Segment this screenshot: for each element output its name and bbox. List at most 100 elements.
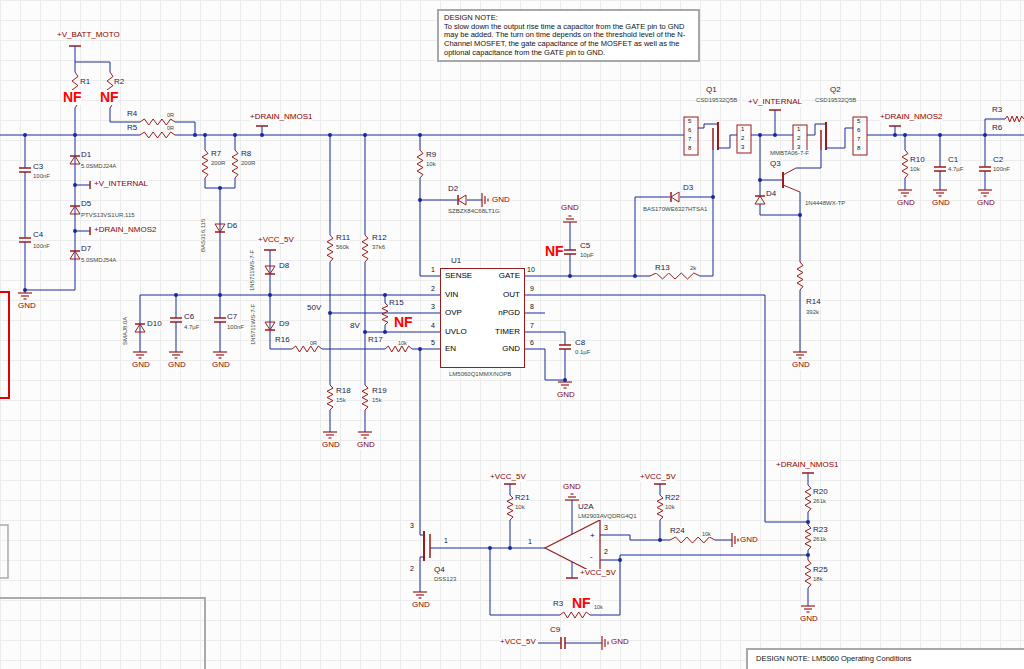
resistor-symbol [327, 235, 333, 262]
ground-symbol [213, 351, 227, 352]
ground-symbol [24, 298, 27, 299]
mosfet-symbol [429, 534, 431, 558]
part-value: 200R [241, 160, 255, 167]
pin-number: 6 [530, 339, 534, 347]
pin-number: 7 [688, 136, 691, 143]
wire [751, 135, 793, 136]
transistor-symbol [783, 185, 800, 192]
wire [365, 135, 366, 235]
wire [807, 124, 826, 135]
designator: R7 [211, 150, 221, 159]
ground-symbol [566, 218, 574, 219]
capacitor-symbol [19, 167, 31, 169]
diode-symbol [755, 196, 765, 204]
ground-label: GND [740, 536, 758, 545]
wire [796, 168, 821, 169]
part-value: 200R [211, 160, 225, 167]
part-value: 100nF [33, 243, 50, 250]
wire [220, 295, 221, 318]
ground-symbol [481, 193, 482, 207]
resistor-symbol [202, 150, 208, 178]
resistor-symbol [382, 303, 388, 325]
pin-name: TIMER [495, 328, 520, 337]
ground-symbol [564, 387, 567, 388]
designator: R17 [368, 336, 383, 345]
diode-symbol [458, 195, 466, 205]
designator: U1 [451, 257, 461, 266]
resistor-symbol [362, 235, 368, 262]
designator: D10 [147, 320, 162, 329]
diode-symbol [70, 250, 80, 252]
wire [490, 548, 560, 615]
wire [570, 254, 571, 276]
part-value: 37k6 [372, 244, 385, 251]
designator: D4 [766, 190, 776, 199]
pin-number: 6 [857, 127, 860, 134]
pin-number: 6 [688, 127, 691, 134]
ground-symbol [175, 357, 178, 358]
part-value: LM5060Q1MMX/NOPB [449, 371, 511, 378]
junction-dot [658, 538, 662, 542]
part-value: 4.7µF [184, 324, 199, 331]
wire [660, 484, 661, 495]
highlight-box [0, 292, 9, 398]
pin-name: EN [445, 345, 456, 354]
part-value: 1N4448WX-TP [805, 200, 845, 207]
part-value: MMBTA06-7-F [770, 150, 809, 157]
designator: R24 [670, 527, 685, 536]
part-value: 5.0SMDJ54A [81, 257, 116, 264]
capacitor-symbol [934, 166, 946, 168]
wire [715, 540, 732, 541]
ground-symbol [604, 639, 605, 647]
wire [808, 473, 809, 485]
junction-dot [418, 198, 422, 202]
resistor-symbol [670, 537, 715, 543]
wire [590, 555, 808, 615]
ground-label: GND [492, 196, 510, 205]
net-label: +V_BATT_MOTO [57, 31, 120, 40]
designator: R2 [114, 78, 124, 87]
ground-symbol [933, 189, 947, 190]
resistor-symbol [507, 495, 513, 520]
pin-name: OVP [445, 309, 462, 318]
designator: D7 [81, 245, 91, 254]
wire [365, 332, 440, 333]
part-value: 10k [398, 340, 407, 346]
ground-symbol [18, 292, 32, 293]
part-value: 560k [336, 244, 349, 251]
ground-symbol [804, 608, 812, 609]
ground-symbol [416, 594, 424, 595]
net-port [89, 227, 91, 235]
designator: C3 [33, 163, 43, 172]
not-fitted-mark: NF [572, 596, 591, 611]
part-value: 0R [167, 112, 174, 118]
wire [205, 135, 206, 150]
wire [572, 562, 573, 578]
junction-dot [73, 183, 77, 187]
wire [905, 135, 906, 150]
mosfet-symbol [820, 130, 822, 150]
part-value: SZBZX84C68LT1G [448, 208, 500, 215]
note-body: To slow down the output rise time a capa… [444, 23, 693, 58]
capacitor-symbol [564, 249, 576, 251]
ground-symbol [364, 437, 367, 438]
diode-symbol [265, 273, 275, 275]
net-label: +DRAIN_NMOS2 [880, 113, 942, 122]
wire [0, 135, 140, 136]
wire [176, 322, 177, 352]
resistor-symbol [797, 262, 803, 290]
designator: D9 [279, 320, 289, 329]
designator: C2 [993, 156, 1003, 165]
part-value: 10pF [580, 252, 594, 259]
pin-number: + [590, 532, 595, 541]
net-port [89, 181, 91, 189]
pin-number: 3 [431, 303, 435, 311]
net-label: +VCC_5V [490, 473, 526, 482]
part-value: 10k [665, 504, 675, 511]
ground-symbol [419, 597, 422, 598]
wire [600, 560, 620, 561]
pin-number: 5 [688, 118, 691, 125]
part-value: DSS123 [434, 576, 456, 583]
capacitor-symbol [214, 317, 226, 319]
pin-number: 1 [528, 538, 532, 546]
